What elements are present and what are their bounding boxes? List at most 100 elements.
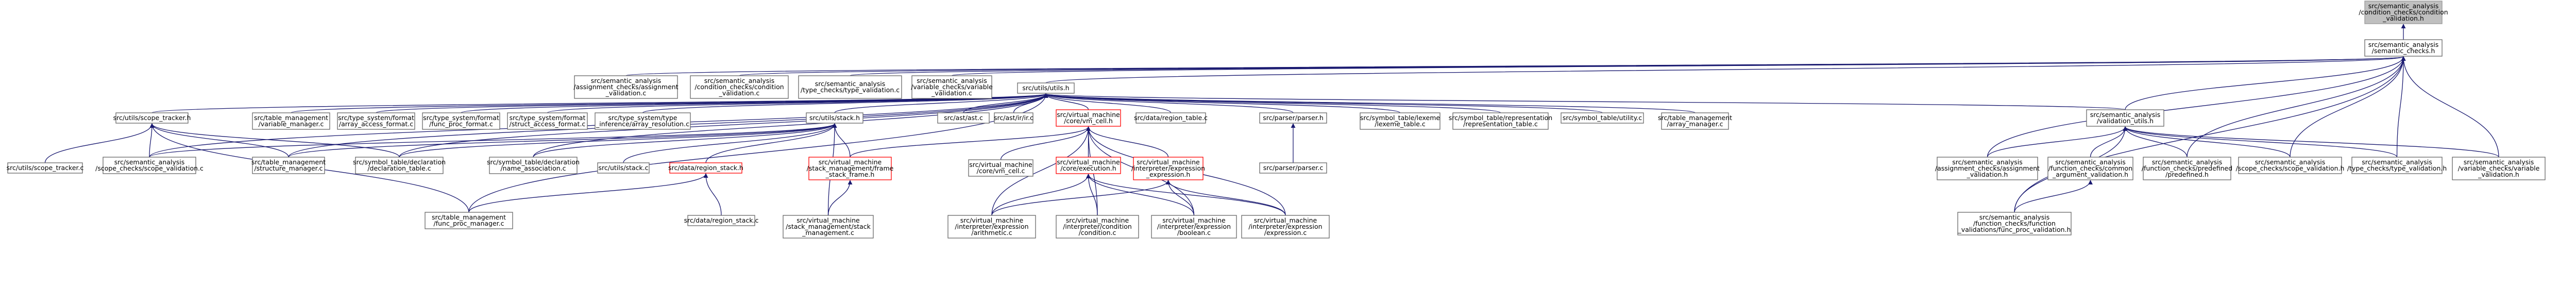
node-label-line: _argument_validation.h <box>2052 171 2128 178</box>
graph-node-n10[interactable]: src/type_system/format/func_proc_format.… <box>422 112 500 130</box>
edge-n28-to-n13 <box>533 123 837 158</box>
graph-node-n35[interactable]: src/parser/parser.c <box>1259 162 1327 174</box>
graph-node-n49[interactable]: src/semantic_analysis/function_checks/fu… <box>1957 212 2072 235</box>
graph-node-n2[interactable]: src/semantic_analysis/assignment_checks/… <box>573 75 679 99</box>
graph-node-n36[interactable]: src/table_management/func_proc_manager.c <box>425 212 513 229</box>
graph-node-n42[interactable]: src/virtual_machine/interpreter/expressi… <box>1241 215 1330 239</box>
node-label-line: /variable_checks/variable <box>2458 164 2540 172</box>
node-box <box>2047 157 2133 180</box>
edge-n5-to-n1 <box>951 56 2405 76</box>
edge-n41-to-n34 <box>1166 180 1195 216</box>
graph-node-n44[interactable]: src/semantic_analysis/function_checks/co… <box>2047 157 2133 180</box>
node-label-line: src/utils/utils.h <box>1022 84 1069 92</box>
graph-node-n43[interactable]: src/semantic_analysis/assignment_checks/… <box>1935 157 2040 180</box>
graph-node-n25[interactable]: src/semantic_analysis/scope_checks/scope… <box>95 157 204 174</box>
node-box <box>1136 112 1206 124</box>
node-label-line: src/semantic_analysis <box>704 77 775 85</box>
node-label-line: /variable_checks/variable <box>911 83 993 91</box>
graph-node-n16[interactable]: src/virtual_machine/core/vm_cell.h <box>1056 109 1121 127</box>
graph-node-n45[interactable]: src/semantic_analysis/function_checks/pr… <box>2142 157 2232 180</box>
node-label-line: src/semantic_analysis <box>2055 158 2126 166</box>
node-label-line: /assignment_checks/assignment <box>1935 164 2040 172</box>
node-label-line: src/type_system/format <box>338 114 414 122</box>
graph-node-n23[interactable]: src/semantic_analysis/validation_utils.h <box>2086 109 2164 127</box>
graph-node-n15[interactable]: src/ast/ir/ir.c <box>994 112 1033 124</box>
node-label-line: /condition_checks/condition <box>694 83 784 91</box>
graph-node-n39[interactable]: src/virtual_machine/interpreter/expressi… <box>947 215 1036 239</box>
graph-node-n33[interactable]: src/virtual_machine/core/execution.h <box>1056 157 1121 174</box>
node-label-line: /array_access_format.c <box>339 120 413 128</box>
graph-node-n12[interactable]: src/type_system/type_inference/array_res… <box>595 112 691 130</box>
graph-node-n11[interactable]: src/type_system/format/struct_access_for… <box>507 112 588 130</box>
node-box <box>1661 112 1729 130</box>
graph-node-n6[interactable]: src/utils/utils.h <box>1017 82 1075 94</box>
node-label-line: /type_checks/type_validation.c <box>801 86 900 94</box>
edge-n36-to-n30 <box>468 173 708 213</box>
graph-node-n18[interactable]: src/parser/parser.h <box>1259 112 1327 124</box>
graph-node-n28[interactable]: src/symbol_table/declaration/name_associ… <box>487 157 580 174</box>
edge-n32-to-n16 <box>1000 126 1091 160</box>
graph-node-n17[interactable]: src/data/region_table.c <box>1134 112 1208 124</box>
graph-node-n20[interactable]: src/symbol_table/representation/represen… <box>1449 112 1552 130</box>
node-label-line: src/utils/scope_tracker.c <box>7 164 84 172</box>
node-box <box>1957 212 2072 235</box>
node-label-line: src/utils/stack.h <box>809 114 860 122</box>
graph-node-n5[interactable]: src/semantic_analysis/variable_checks/va… <box>911 75 993 99</box>
graph-node-n26[interactable]: src/table_management/structure_manager.c <box>251 157 326 174</box>
node-label-line: src/parser/parser.h <box>1263 114 1324 122</box>
node-box <box>783 215 874 239</box>
graph-node-n9[interactable]: src/type_system/format/array_access_form… <box>337 112 415 130</box>
graph-node-n19[interactable]: src/symbol_table/lexeme/lexeme_table.c <box>1360 112 1440 130</box>
node-label-line: /core/vm_cell.c <box>977 167 1025 175</box>
graph-node-n41[interactable]: src/virtual_machine/interpreter/expressi… <box>1151 215 1237 239</box>
edge-n29-to-n13 <box>623 123 837 163</box>
node-box <box>2364 1 2443 24</box>
graph-node-n22[interactable]: src/table_management/array_manager.c <box>1658 112 1732 130</box>
graph-node-n34[interactable]: src/virtual_machine/interpreter/expressi… <box>1131 157 1205 180</box>
node-label-line: /expression.c <box>1264 229 1307 237</box>
node-box <box>103 157 196 174</box>
graph-node-n46[interactable]: src/semantic_analysis/scope_checks/scope… <box>2236 157 2345 174</box>
edge-n26-to-n13 <box>288 123 837 158</box>
node-box <box>7 162 83 174</box>
graph-node-n48[interactable]: src/semantic_analysis/variable_checks/va… <box>2452 157 2546 180</box>
node-label-line: src/semantic_analysis <box>2090 111 2161 119</box>
node-box <box>669 162 742 174</box>
node-box <box>574 75 678 99</box>
graph-node-n13[interactable]: src/utils/stack.h <box>806 112 863 124</box>
graph-node-n32[interactable]: src/virtual_machine/core/vm_cell.c <box>968 159 1033 177</box>
graph-node-n21[interactable]: src/symbol_table/utility.c <box>1561 112 1644 124</box>
node-label-line: /interpreter/condition <box>1063 223 1132 230</box>
graph-node-n31[interactable]: src/virtual_machine/stack_management/fra… <box>807 157 894 180</box>
graph-node-n1[interactable]: src/semantic_analysis/semantic_checks.h <box>2364 39 2443 57</box>
node-label-line: _stack_frame.h <box>825 171 875 178</box>
node-box <box>808 157 892 180</box>
graph-node-n3[interactable]: src/semantic_analysis/condition_checks/c… <box>690 75 789 99</box>
graph-node-n24[interactable]: src/utils/scope_tracker.c <box>7 162 84 174</box>
node-label-line: /core/vm_cell.h <box>1064 117 1113 125</box>
graph-node-n29[interactable]: src/utils/stack.c <box>597 162 650 174</box>
graph-node-n47[interactable]: src/semantic_analysis/type_checks/type_v… <box>2347 157 2447 174</box>
node-label-line: /validation_utils.h <box>2097 117 2154 125</box>
graph-node-n30[interactable]: src/data/region_stack.h <box>668 162 743 174</box>
node-label-line: /lexeme_table.c <box>1375 120 1426 128</box>
graph-node-n37[interactable]: src/data/region_stack.c <box>684 215 759 226</box>
graph-node-n4[interactable]: src/semantic_analysis/type_checks/type_v… <box>798 75 902 99</box>
graph-node-n0[interactable]: src/semantic_analysis/condition_checks/c… <box>2359 1 2448 24</box>
graph-node-n40[interactable]: src/virtual_machine/interpreter/conditio… <box>1056 215 1139 239</box>
graph-node-n27[interactable]: src/symbol_table/declaration/declaration… <box>353 157 446 174</box>
graph-node-n38[interactable]: src/virtual_machine/stack_management/sta… <box>783 215 874 239</box>
node-label-line: src/virtual_machine <box>960 216 1024 224</box>
node-label-line: /stack_management/stack <box>786 223 871 230</box>
node-label-line: _validation.h <box>1967 171 2008 178</box>
edge-n48-to-n23 <box>2123 126 2499 158</box>
node-box <box>1056 215 1139 239</box>
graph-node-n7[interactable]: src/utils/scope_tracker.h <box>113 112 191 124</box>
edge-n34-to-n16 <box>1086 126 1169 158</box>
node-label-line: src/virtual_machine <box>1162 216 1226 224</box>
graph-node-n14[interactable]: src/ast/ast.c <box>937 112 990 124</box>
node-box <box>595 112 691 130</box>
node-box <box>994 112 1033 124</box>
graph-node-n8[interactable]: src/table_management/variable_manager.c <box>252 112 330 130</box>
